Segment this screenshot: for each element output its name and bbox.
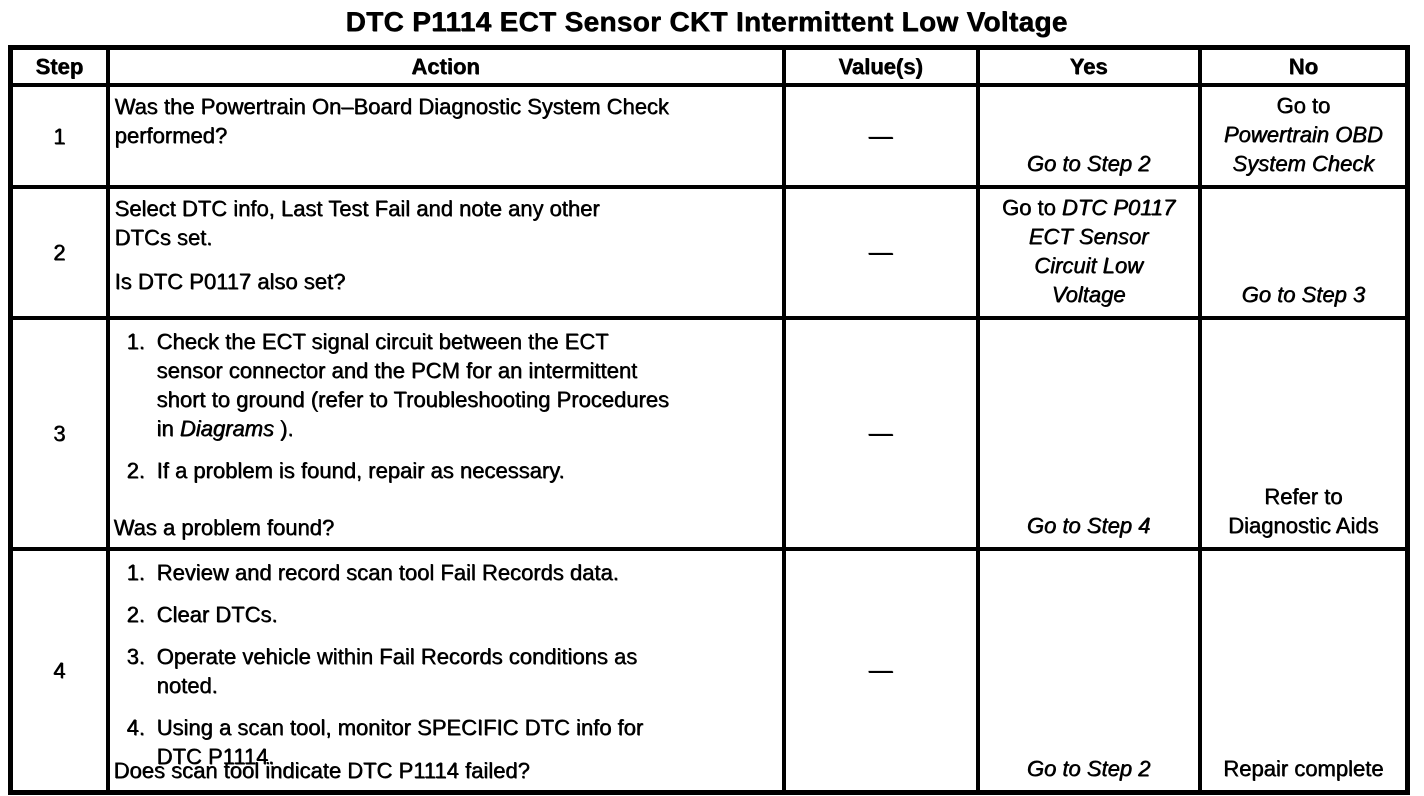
item-number: 3. — [126, 644, 145, 669]
item-text: Using a scan tool, monitor SPECIFIC DTC … — [156, 715, 644, 769]
action-question: Was a problem found? — [113, 515, 335, 540]
no-result-prefix: Go to — [1276, 93, 1331, 118]
yes-cell: Go to DTC P0117 ECT Sensor Circuit Low V… — [975, 185, 1202, 320]
no-result: Go to Step 3 — [1241, 282, 1366, 307]
no-cell: Go to Step 3 — [1197, 185, 1410, 320]
yes-cell: Go to Step 4 — [975, 316, 1202, 551]
yes-result-prefix: Go to — [1001, 195, 1062, 220]
list-item: 1. Review and record scan tool Fail Reco… — [127, 558, 774, 587]
no-result: Refer to Diagnostic Aids — [1228, 484, 1379, 538]
diagnostic-table: Step Action Value(s) Yes No 1 Was the Po… — [8, 45, 1410, 795]
action-cell: Was the Powertrain On–Board Diagnostic S… — [105, 83, 786, 189]
step-cell: 2 — [8, 185, 110, 320]
action-cell: Select DTC info, Last Test Fail and note… — [105, 185, 786, 320]
action-cell: 1. Check the ECT signal circuit between … — [105, 316, 786, 551]
list-item: 3. Operate vehicle within Fail Records c… — [127, 642, 774, 700]
col-header-values: Value(s) — [781, 45, 980, 87]
item-number: 1. — [126, 329, 145, 354]
action-question: Does scan tool indicate DTC P1114 failed… — [113, 757, 530, 783]
action-paragraph: Select DTC info, Last Test Fail and note… — [114, 196, 600, 250]
item-text: Review and record scan tool Fail Records… — [156, 560, 619, 585]
value-cell: — — [781, 185, 980, 320]
yes-cell: Go to Step 2 — [975, 83, 1202, 189]
list-item: 2. Clear DTCs. — [127, 600, 774, 629]
header-row: Step Action Value(s) Yes No — [8, 45, 1410, 87]
yes-cell: Go to Step 2 — [975, 547, 1202, 794]
list-item: 2. If a problem is found, repair as nece… — [127, 456, 774, 485]
yes-result: Go to Step 2 — [1026, 755, 1151, 781]
item-number: 1. — [126, 560, 145, 585]
list-item: 4. Using a scan tool, monitor SPECIFIC D… — [127, 713, 774, 771]
list-item: 1. Check the ECT signal circuit between … — [127, 327, 774, 443]
yes-result-target: DTC P0117 ECT Sensor Circuit Low Voltage — [1028, 195, 1176, 307]
value-cell: — — [781, 316, 980, 551]
yes-result: Go to Step 4 — [1026, 513, 1151, 538]
item-text: Check the ECT signal circuit between the… — [156, 329, 669, 441]
col-header-step: Step — [8, 45, 110, 87]
item-number: 2. — [126, 602, 145, 627]
table-row: 3 1. Check the ECT signal circuit betwee… — [8, 316, 1410, 551]
action-cell: 1. Review and record scan tool Fail Reco… — [105, 547, 786, 794]
item-number: 2. — [126, 458, 145, 483]
italic-reference: Diagrams — [179, 416, 274, 441]
table-row: 1 Was the Powertrain On–Board Diagnostic… — [8, 83, 1410, 189]
page-title: DTC P1114 ECT Sensor CKT Intermittent Lo… — [345, 6, 1068, 37]
value-cell: — — [781, 547, 980, 794]
item-text: Operate vehicle within Fail Records cond… — [156, 644, 638, 698]
no-cell: Refer to Diagnostic Aids — [1197, 316, 1410, 551]
item-number: 4. — [126, 715, 145, 740]
table-row: 2 Select DTC info, Last Test Fail and no… — [8, 185, 1410, 320]
action-question: Is DTC P0117 also set? — [114, 269, 346, 294]
col-header-yes: Yes — [975, 45, 1202, 87]
step-cell: 3 — [8, 316, 110, 551]
action-question: Was the Powertrain On–Board Diagnostic S… — [114, 94, 669, 148]
step-cell: 4 — [8, 547, 110, 794]
yes-result: Go to Step 2 — [1026, 151, 1151, 176]
col-header-no: No — [1197, 45, 1410, 87]
no-cell: Go to Powertrain OBD System Check — [1197, 83, 1410, 189]
no-result: Repair complete — [1223, 755, 1384, 781]
value-cell: — — [781, 83, 980, 189]
step-cell: 1 — [8, 83, 110, 189]
table-row: 4 1. Review and record scan tool Fail Re… — [8, 547, 1410, 794]
item-text: Clear DTCs. — [156, 602, 278, 627]
no-result-target: Powertrain OBD System Check — [1223, 122, 1383, 176]
col-header-action: Action — [105, 45, 786, 87]
no-cell: Repair complete — [1197, 547, 1410, 794]
item-text: If a problem is found, repair as necessa… — [156, 458, 565, 483]
